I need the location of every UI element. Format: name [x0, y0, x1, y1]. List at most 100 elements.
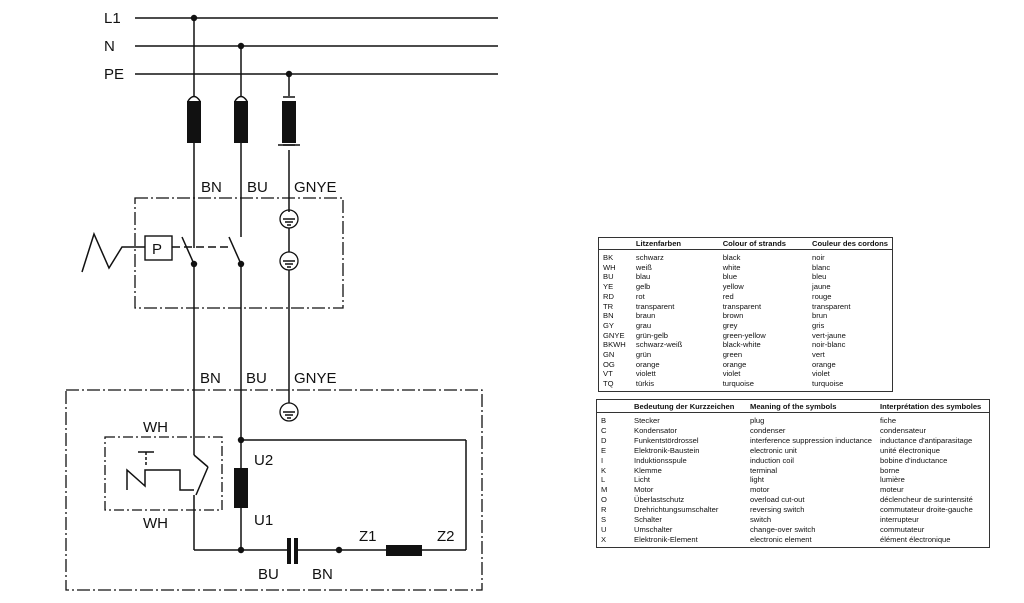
table-cell: reversing switch [750, 505, 805, 515]
column-header: Couleur des cordons [808, 237, 893, 250]
table-cell: brun [812, 311, 828, 321]
table-cell: transparent [635, 301, 675, 311]
table-cell: C [601, 425, 607, 435]
table-cell: orange [635, 359, 660, 369]
table-cell: black [722, 253, 741, 262]
label-wh-bottom: WH [143, 515, 168, 532]
table-cell: Stecker [634, 416, 660, 425]
label-pressure-switch: P [152, 241, 162, 258]
table-cell: fiche [880, 416, 897, 425]
table-cell: lumière [880, 475, 905, 485]
table-cell: induction coil [750, 455, 794, 465]
table-cell: grey [722, 320, 738, 330]
table-cell: black-white [722, 340, 761, 350]
column-header: Colour of strands [718, 237, 809, 250]
table-cell: BKWH [603, 340, 626, 350]
table-cell: gelb [635, 282, 651, 292]
table-cell: condenser [750, 425, 786, 435]
table-cell: GY [603, 320, 614, 330]
table-cell: Motor [634, 485, 654, 495]
table-cell: brown [722, 311, 744, 321]
table-header-row: Litzenfarben Colour of strands Couleur d… [598, 237, 893, 250]
plug-bu [234, 101, 248, 143]
table-cell: moteur [880, 485, 904, 495]
table-cell: I [601, 455, 604, 465]
label-upper-bu: BU [247, 179, 268, 196]
table-cell: GNYE [603, 330, 625, 340]
table-cell: braun [635, 311, 656, 321]
table-cell: borne [880, 465, 900, 475]
table-cell: RD [603, 291, 614, 301]
label-n: N [104, 38, 115, 55]
table-cell: türkis [635, 379, 655, 389]
table-cell: grün [635, 350, 652, 360]
column-header: Bedeutung der Kurzzeichen [630, 399, 746, 413]
table-cell: BU [603, 272, 614, 282]
label-lower-gnye: GNYE [294, 370, 337, 387]
table-cell: R [601, 505, 607, 515]
table-cell: gris [812, 320, 825, 330]
table-cell: switch [750, 515, 772, 525]
symbol-meaning-table: Bedeutung der Kurzzeichen Meaning of the… [596, 399, 990, 548]
table-cell: L [601, 475, 606, 485]
table-cell: Licht [634, 475, 651, 485]
table-cell: overload cut-out [750, 495, 805, 505]
label-z2: Z2 [437, 528, 455, 545]
table-cell: K [601, 465, 607, 475]
table-cell: interference suppression inductance [750, 435, 872, 445]
table-cell: vert [812, 350, 825, 360]
table-cell: D [601, 435, 607, 445]
table-cell: noir-blanc [812, 340, 846, 350]
table-cell: YE [603, 282, 614, 292]
table-cell: terminal [750, 465, 778, 475]
table-cell: orange [722, 359, 747, 369]
table-cell: turquoise [812, 379, 844, 389]
table-cell: electronic unit [750, 445, 797, 455]
table-cell: U [601, 524, 607, 534]
table-cell: electronic element [750, 534, 812, 544]
plug-pe [282, 101, 296, 143]
table-cell: green-yellow [722, 330, 766, 340]
table-cell: blau [635, 272, 651, 282]
table-cell: rouge [812, 291, 832, 301]
motor-winding [234, 468, 248, 508]
table-cell: commutateur droite-gauche [880, 505, 973, 515]
table-cell: violet [812, 369, 830, 379]
column-header [596, 399, 630, 413]
column-header: Interprétation des symboles [876, 399, 990, 413]
pressure-switch-box [144, 235, 173, 261]
table-cell: blue [722, 272, 738, 282]
table-cell: light [750, 475, 764, 485]
table-cell: O [601, 495, 607, 505]
table-cell: WH [603, 262, 616, 272]
table-cell: jaune [812, 282, 831, 292]
table-cell: blanc [812, 262, 831, 272]
table-cell: Umschalter [634, 524, 673, 534]
table-cell: plug [750, 416, 765, 425]
table-cell: TR [603, 301, 614, 311]
table-cell: commutateur [880, 524, 925, 534]
table-cell: interrupteur [880, 515, 919, 525]
strand-colour-table: Litzenfarben Colour of strands Couleur d… [598, 237, 893, 392]
table-cell: VT [603, 369, 613, 379]
table-cell: BN [603, 311, 614, 321]
